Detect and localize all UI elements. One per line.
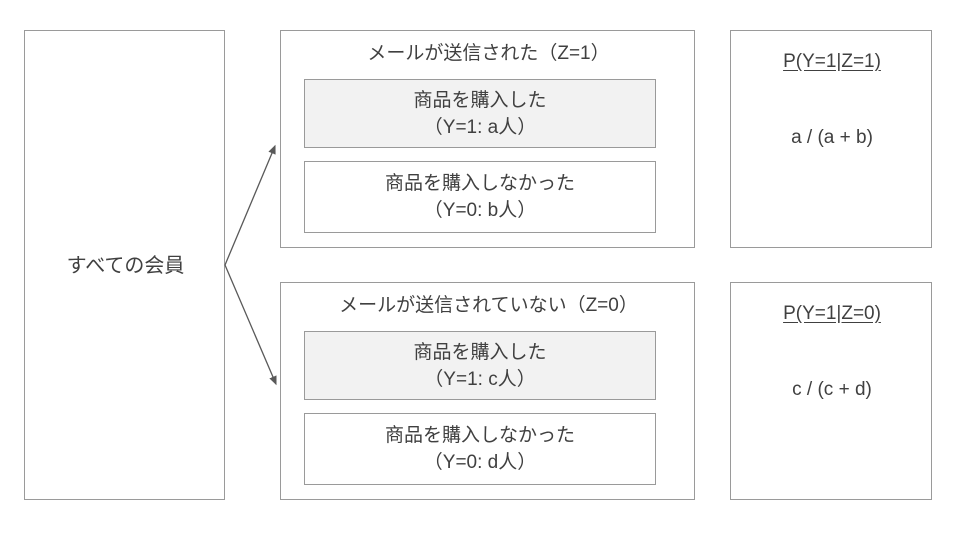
probability-title-treated: P(Y=1|Z=1) bbox=[783, 51, 881, 72]
arrow-to-control-group bbox=[224, 264, 277, 386]
probability-formula-treated: a / (a + b) bbox=[791, 127, 873, 148]
outcome-label-line2: （Y=1: a人） bbox=[423, 116, 537, 138]
group-box-control: メールが送信されていない（Z=0） 商品を購入した （Y=1: c人） 商品を購… bbox=[280, 282, 695, 500]
outcome-label-line2: （Y=0: d人） bbox=[423, 452, 537, 473]
probability-formula-control: c / (c + d) bbox=[792, 379, 872, 400]
outcome-box-treated-purchased: 商品を購入した （Y=1: a人） bbox=[304, 79, 656, 148]
outcome-label-line1: 商品を購入しなかった bbox=[384, 173, 575, 194]
arrow-to-treated-group bbox=[224, 144, 276, 266]
probability-title-control: P(Y=1|Z=0) bbox=[783, 303, 881, 324]
all-members-box: すべての会員 bbox=[24, 30, 225, 500]
outcome-box-treated-not-purchased: 商品を購入しなかった （Y=0: b人） bbox=[304, 161, 656, 233]
probability-box-treated: P(Y=1|Z=1) a / (a + b) bbox=[730, 30, 932, 248]
probability-box-control: P(Y=1|Z=0) c / (c + d) bbox=[730, 282, 932, 500]
outcome-label-line2: （Y=1: c人） bbox=[424, 368, 536, 390]
group-title-control: メールが送信されていない（Z=0） bbox=[339, 295, 638, 316]
outcome-label-line2: （Y=0: b人） bbox=[423, 200, 537, 221]
outcome-label-line1: 商品を購入した bbox=[413, 89, 547, 111]
outcome-label-line1: 商品を購入しなかった bbox=[384, 425, 575, 446]
outcome-box-control-purchased: 商品を購入した （Y=1: c人） bbox=[304, 331, 656, 400]
all-members-label: すべての会員 bbox=[66, 255, 185, 277]
outcome-box-control-not-purchased: 商品を購入しなかった （Y=0: d人） bbox=[304, 413, 656, 485]
group-title-treated: メールが送信された（Z=1） bbox=[367, 43, 610, 64]
outcome-label-line1: 商品を購入した bbox=[413, 341, 547, 363]
group-box-treated: メールが送信された（Z=1） 商品を購入した （Y=1: a人） 商品を購入しな… bbox=[280, 30, 695, 248]
